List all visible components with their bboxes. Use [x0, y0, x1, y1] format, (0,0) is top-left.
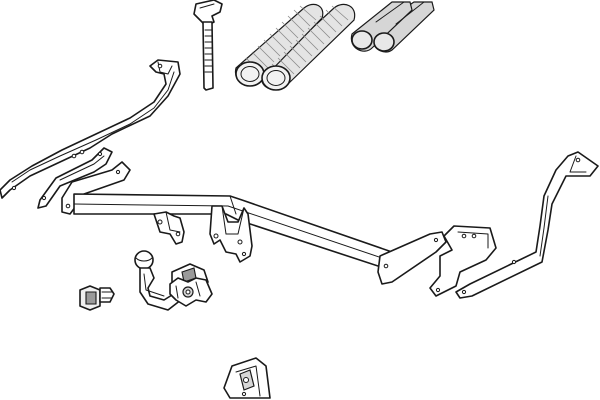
left-side-bracket	[0, 59, 181, 209]
electrical-socket	[169, 277, 213, 307]
wiring-connector	[79, 285, 115, 311]
spacer-tubes-plain	[350, 1, 435, 53]
bolt	[193, 0, 223, 91]
main-crossbar	[61, 161, 447, 285]
spacer-tubes-coiled	[234, 3, 356, 91]
socket-mounting-plate	[223, 357, 271, 399]
small-mounting-bracket	[153, 211, 185, 245]
right-side-bracket	[429, 151, 599, 299]
